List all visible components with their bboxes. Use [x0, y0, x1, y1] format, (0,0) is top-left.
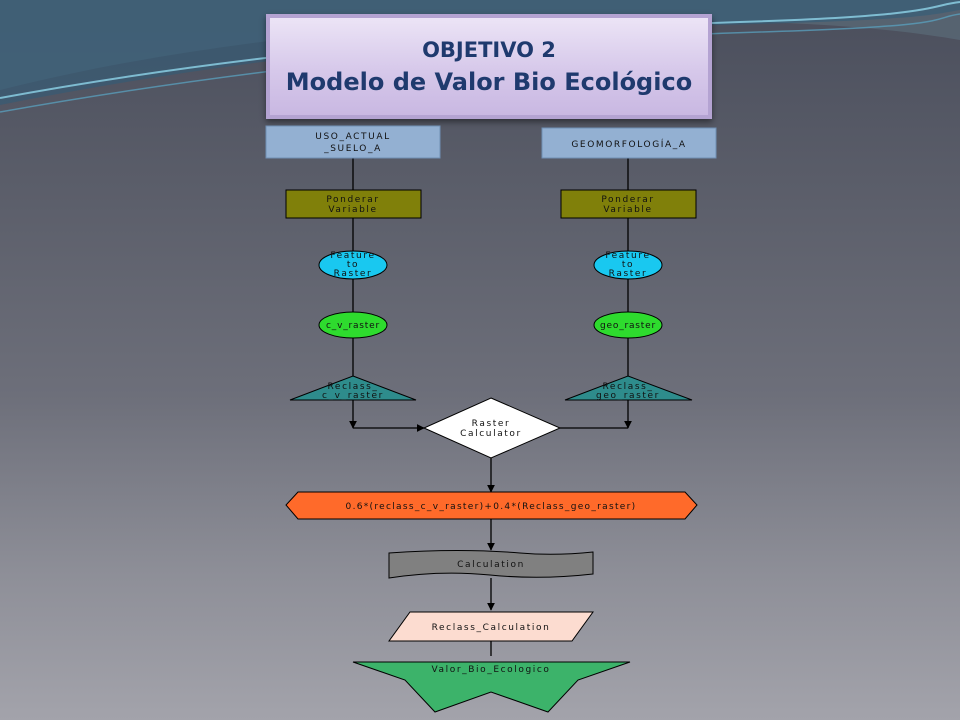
- feature-right-line2: to: [622, 260, 634, 270]
- feature-left-line1: Feature: [330, 251, 375, 261]
- title-box: OBJETIVO 2 Modelo de Valor Bio Ecológico: [266, 14, 712, 119]
- reclass-calculation-label: Reclass_Calculation: [432, 623, 551, 633]
- reclass-calculation[interactable]: Reclass_Calculation: [388, 611, 594, 642]
- raster-geo[interactable]: geo_raster: [593, 311, 663, 339]
- ponderar-left-line1: Ponderar: [326, 195, 379, 205]
- title-objective: OBJETIVO 2: [422, 37, 556, 62]
- raster-c-v[interactable]: c_v_raster: [318, 311, 388, 339]
- connector-right-branch: [560, 158, 632, 429]
- ponderar-right-line1: Ponderar: [601, 195, 654, 205]
- title-model-name: Modelo de Valor Bio Ecológico: [285, 67, 693, 96]
- connector-left-branch: [349, 158, 425, 432]
- input-geomorfologia[interactable]: GEOMORFOLOGÍA_A: [541, 127, 717, 159]
- input-geo-label: GEOMORFOLOGÍA_A: [571, 138, 686, 150]
- ponderar-left-line2: Variable: [328, 205, 377, 215]
- input-uso-actual-suelo[interactable]: USO_ACTUAL _SUELO_A: [265, 125, 441, 159]
- output-label: Valor_Bio_Ecologico: [431, 665, 550, 675]
- ponderar-variable-left[interactable]: Ponderar Variable: [285, 189, 422, 219]
- reclass-geo-raster[interactable]: Reclass_ geo_raster: [564, 375, 693, 401]
- calculator-expression[interactable]: 0.6*(reclass_c_v_raster)+0.4*(Reclass_ge…: [285, 491, 698, 520]
- feature-right-line3: Raster: [609, 269, 648, 279]
- ponderar-right-line2: Variable: [603, 205, 652, 215]
- calculator-line2: Calculator: [460, 429, 522, 439]
- feature-left-line2: to: [347, 260, 359, 270]
- reclass-c-v-raster[interactable]: Reclass_ c_v_raster: [289, 375, 417, 401]
- reclass-left-line1: Reclass_: [327, 382, 378, 392]
- feature-to-raster-right[interactable]: Feature to Raster: [593, 250, 663, 280]
- raster-c-v-label: c_v_raster: [326, 321, 380, 331]
- raster-calculator[interactable]: Raster Calculator: [422, 397, 562, 459]
- reclass-right-line2: geo_raster: [596, 391, 660, 401]
- reclass-left-line2: c_v_raster: [322, 391, 384, 401]
- reclass-right-line1: Reclass_: [602, 382, 653, 392]
- input-uso-line1: USO_ACTUAL: [315, 132, 390, 142]
- feature-to-raster-left[interactable]: Feature to Raster: [318, 250, 388, 280]
- input-uso-line2: _SUELO_A: [323, 144, 382, 154]
- calculation-label: Calculation: [457, 560, 525, 570]
- ponderar-variable-right[interactable]: Ponderar Variable: [560, 189, 697, 219]
- expression-label: 0.6*(reclass_c_v_raster)+0.4*(Reclass_ge…: [346, 502, 637, 512]
- feature-left-line3: Raster: [334, 269, 373, 279]
- feature-right-line1: Feature: [605, 251, 650, 261]
- output-valor-bio-ecologico[interactable]: Valor_Bio_Ecologico: [352, 661, 631, 713]
- calculator-line1: Raster: [472, 419, 511, 429]
- calculation-output[interactable]: Calculation: [388, 550, 594, 579]
- raster-geo-label: geo_raster: [600, 321, 656, 331]
